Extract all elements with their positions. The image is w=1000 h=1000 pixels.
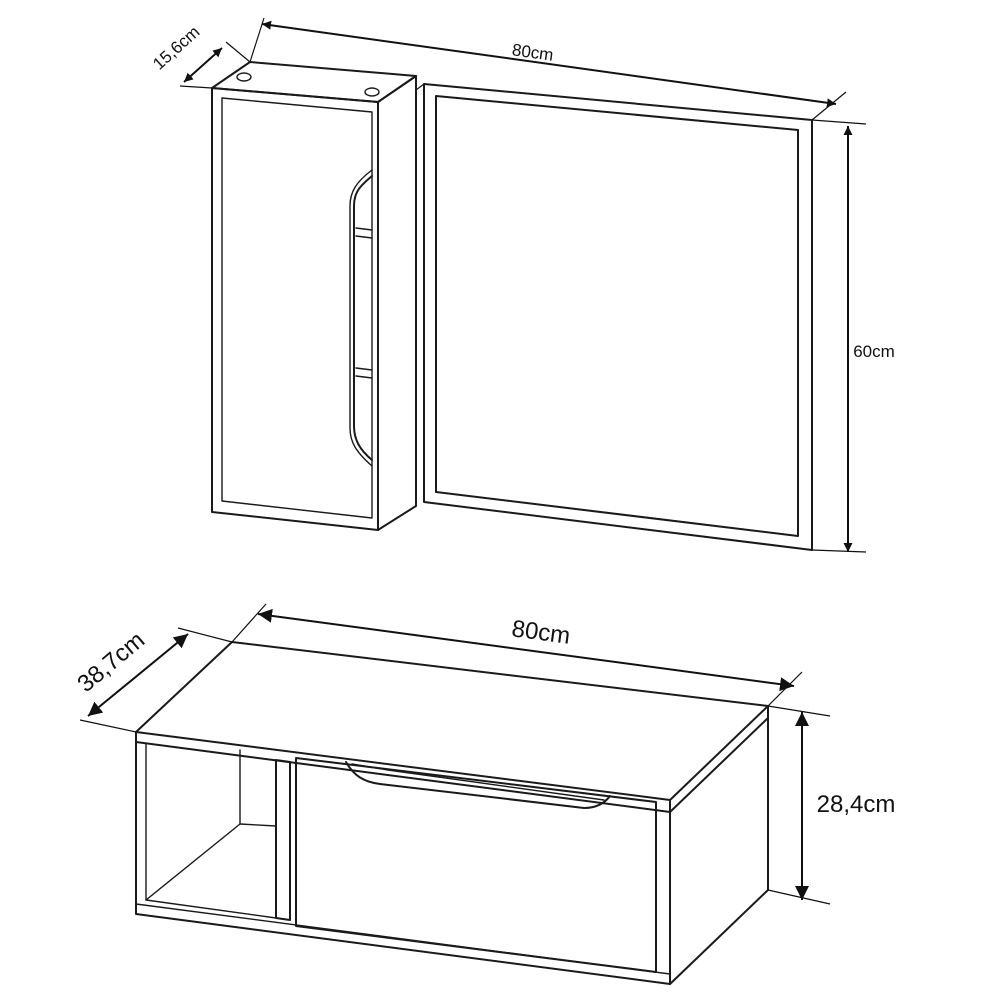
vanity-unit bbox=[135, 641, 769, 985]
cabinet-depth-label: 15,6cm bbox=[149, 22, 203, 73]
side-cabinet-side bbox=[377, 75, 417, 531]
mirror-cabinet bbox=[211, 61, 813, 551]
vanity-divider bbox=[275, 759, 291, 921]
drawer-handle-recess bbox=[345, 761, 611, 809]
cabinet-dimensions: 80cm 60cm 15,6cm bbox=[149, 17, 895, 553]
cabinet-depth-dimension-line bbox=[183, 47, 223, 83]
vanity-drawer bbox=[295, 757, 657, 973]
open-shelf-compartment bbox=[145, 743, 277, 919]
cabinet-height-label: 60cm bbox=[853, 342, 895, 361]
top-hole-right bbox=[364, 87, 380, 97]
door-handle-recess bbox=[353, 175, 373, 461]
cabinet-width-label: 80cm bbox=[511, 40, 555, 65]
vanity-depth-dimension-line bbox=[87, 633, 189, 717]
cabinet-door bbox=[221, 97, 373, 519]
vanity-height-label: 28,4cm bbox=[817, 791, 896, 818]
mirror-glass bbox=[435, 95, 799, 537]
top-hole-left bbox=[236, 72, 252, 82]
vanity-top-edge bbox=[135, 731, 671, 813]
mirror-frame bbox=[423, 83, 813, 551]
vanity-width-dimension-line bbox=[257, 608, 795, 692]
cabinet-width-dimension-line bbox=[261, 20, 837, 108]
vanity-side bbox=[669, 717, 769, 985]
vanity-width-label: 80cm bbox=[510, 615, 572, 650]
vanity-depth-label: 38,7cm bbox=[72, 627, 150, 698]
vanity-front bbox=[135, 741, 671, 985]
